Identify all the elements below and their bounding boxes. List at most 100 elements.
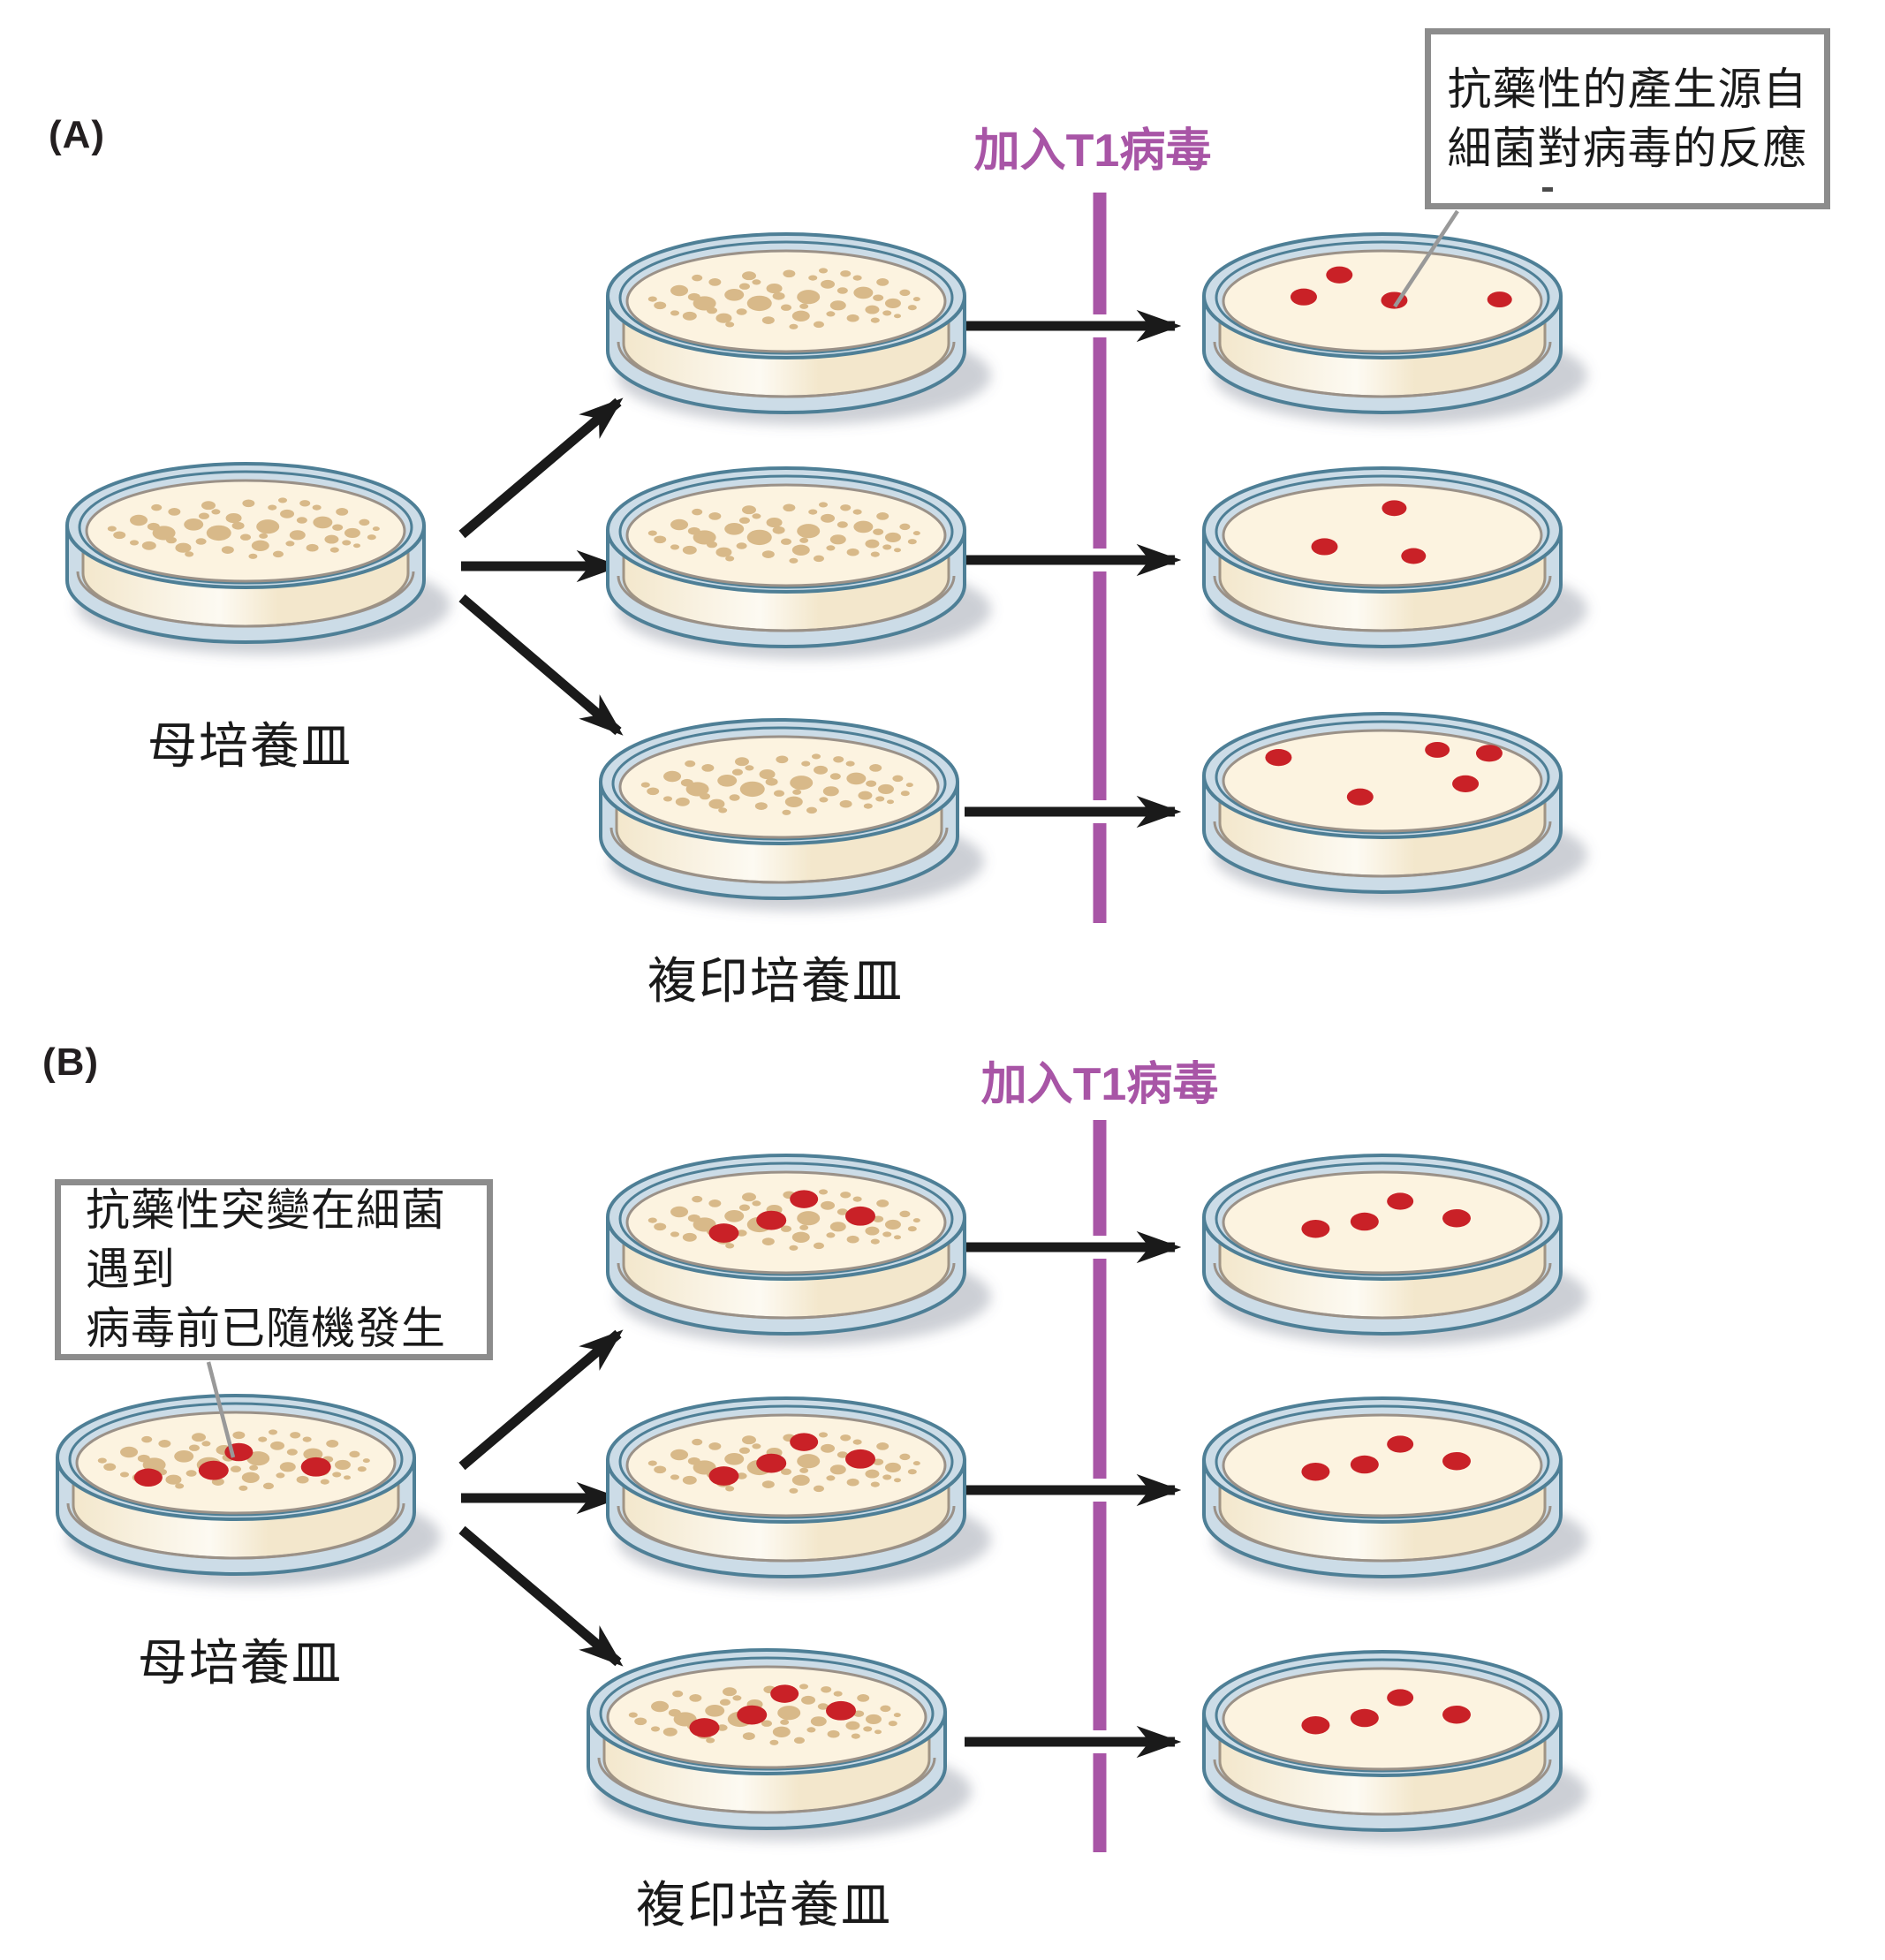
callout-b-line2: 病毒前已隨機發生 <box>86 1304 446 1353</box>
tan-colony <box>231 1465 241 1472</box>
replica-dish-b-1 <box>606 1154 991 1346</box>
tan-colony <box>874 1729 882 1735</box>
dish-rim-ring <box>618 474 954 589</box>
tan-colony <box>774 790 784 797</box>
dish-bottom-line <box>1213 821 1552 878</box>
red-colony <box>198 1460 229 1480</box>
tan-colony <box>707 306 717 314</box>
tan-colony <box>772 1726 791 1737</box>
tan-colony <box>894 314 901 319</box>
tan-colony <box>900 791 910 797</box>
tan-colony <box>279 1462 296 1472</box>
tan-colony <box>687 1214 700 1222</box>
tan-colony <box>799 537 809 543</box>
tan-colony <box>693 1217 716 1232</box>
tan-colony <box>852 1439 862 1445</box>
tan-colony <box>892 775 904 783</box>
tan-colony <box>894 1235 901 1240</box>
dish-bottom-line <box>1213 341 1552 398</box>
red-colony <box>826 1700 856 1721</box>
tan-colony <box>745 765 754 771</box>
tan-colony <box>344 527 360 538</box>
tan-colony <box>362 1458 370 1464</box>
dish-agar <box>1222 1170 1543 1275</box>
tan-colony <box>682 545 697 555</box>
dish-bottom-line <box>617 575 956 632</box>
exposed-dish-a-3 <box>1202 712 1587 904</box>
dish-agar <box>618 735 940 839</box>
tan-colony <box>846 1235 859 1244</box>
tan-colony <box>783 503 796 512</box>
fan-arrow <box>458 594 624 736</box>
tan-colony <box>242 499 255 508</box>
exposed-dish-b-3 <box>1202 1650 1587 1843</box>
dish-bottom-line <box>1213 1505 1552 1563</box>
tan-colony <box>687 1457 700 1465</box>
tan-colony <box>708 798 725 809</box>
tan-colony <box>303 1448 323 1461</box>
tan-colony <box>884 1462 901 1472</box>
tan-colony <box>746 529 772 546</box>
tan-colony <box>670 1474 679 1480</box>
tan-colony <box>735 757 749 767</box>
tan-colony <box>717 774 738 787</box>
tan-colony <box>724 288 745 301</box>
tan-colony <box>912 1461 920 1466</box>
dish-bottom-line <box>76 571 415 628</box>
tan-colony <box>853 520 874 534</box>
tan-colony <box>742 1435 756 1445</box>
tan-colony <box>813 555 824 563</box>
tan-colony <box>736 1472 747 1479</box>
tan-colony <box>829 773 841 780</box>
tan-colony <box>326 1440 339 1448</box>
dish-bottom-line <box>617 1505 956 1563</box>
red-colony <box>1487 291 1512 308</box>
red-colony <box>1350 1708 1379 1728</box>
tan-colony <box>673 1712 697 1727</box>
tan-colony <box>905 783 913 788</box>
tan-colony <box>299 500 311 507</box>
tan-colony <box>876 512 890 520</box>
tan-colony <box>241 1472 260 1483</box>
tan-colony <box>185 551 194 557</box>
dish-rim-ring <box>1215 1162 1550 1276</box>
tan-colony <box>821 1686 832 1693</box>
tan-colony <box>821 1443 836 1453</box>
tan-colony <box>812 753 821 760</box>
red-colony <box>1442 1208 1471 1228</box>
tan-colony <box>306 543 319 552</box>
tan-colony <box>168 508 181 516</box>
red-colony <box>1452 775 1480 792</box>
dish-rim-ring <box>1215 1404 1550 1519</box>
tan-colony <box>654 1222 667 1231</box>
tan-colony <box>137 1454 150 1463</box>
tan-colony <box>822 786 839 797</box>
dish-agar <box>606 1665 927 1769</box>
dish-bottom-line <box>1213 1262 1552 1320</box>
tan-colony <box>813 1485 824 1493</box>
tan-colony <box>685 760 696 768</box>
dish-agar <box>625 1170 947 1275</box>
tan-colony <box>789 323 799 329</box>
tan-colony <box>682 1475 697 1485</box>
dish-rim-ring <box>1215 240 1550 355</box>
red-colony <box>756 1210 787 1230</box>
tan-colony <box>700 792 710 800</box>
tan-colony <box>336 508 349 516</box>
dish-rim-ring <box>618 1162 954 1276</box>
tan-colony <box>349 1450 360 1458</box>
dish-bottom-line <box>597 1757 936 1814</box>
tan-colony <box>634 1717 647 1726</box>
tan-colony <box>175 1483 185 1489</box>
tan-colony <box>739 781 765 798</box>
tan-colony <box>797 524 821 539</box>
replica-caption-a: 複印培養皿 <box>647 953 904 1009</box>
tan-colony <box>130 540 139 546</box>
tan-colony <box>837 287 848 294</box>
tan-colony <box>113 531 126 540</box>
tan-colony <box>647 530 657 536</box>
red-colony <box>1401 548 1427 564</box>
tan-colony <box>670 310 679 316</box>
tan-colony <box>716 1724 728 1731</box>
tan-colony <box>654 301 667 310</box>
